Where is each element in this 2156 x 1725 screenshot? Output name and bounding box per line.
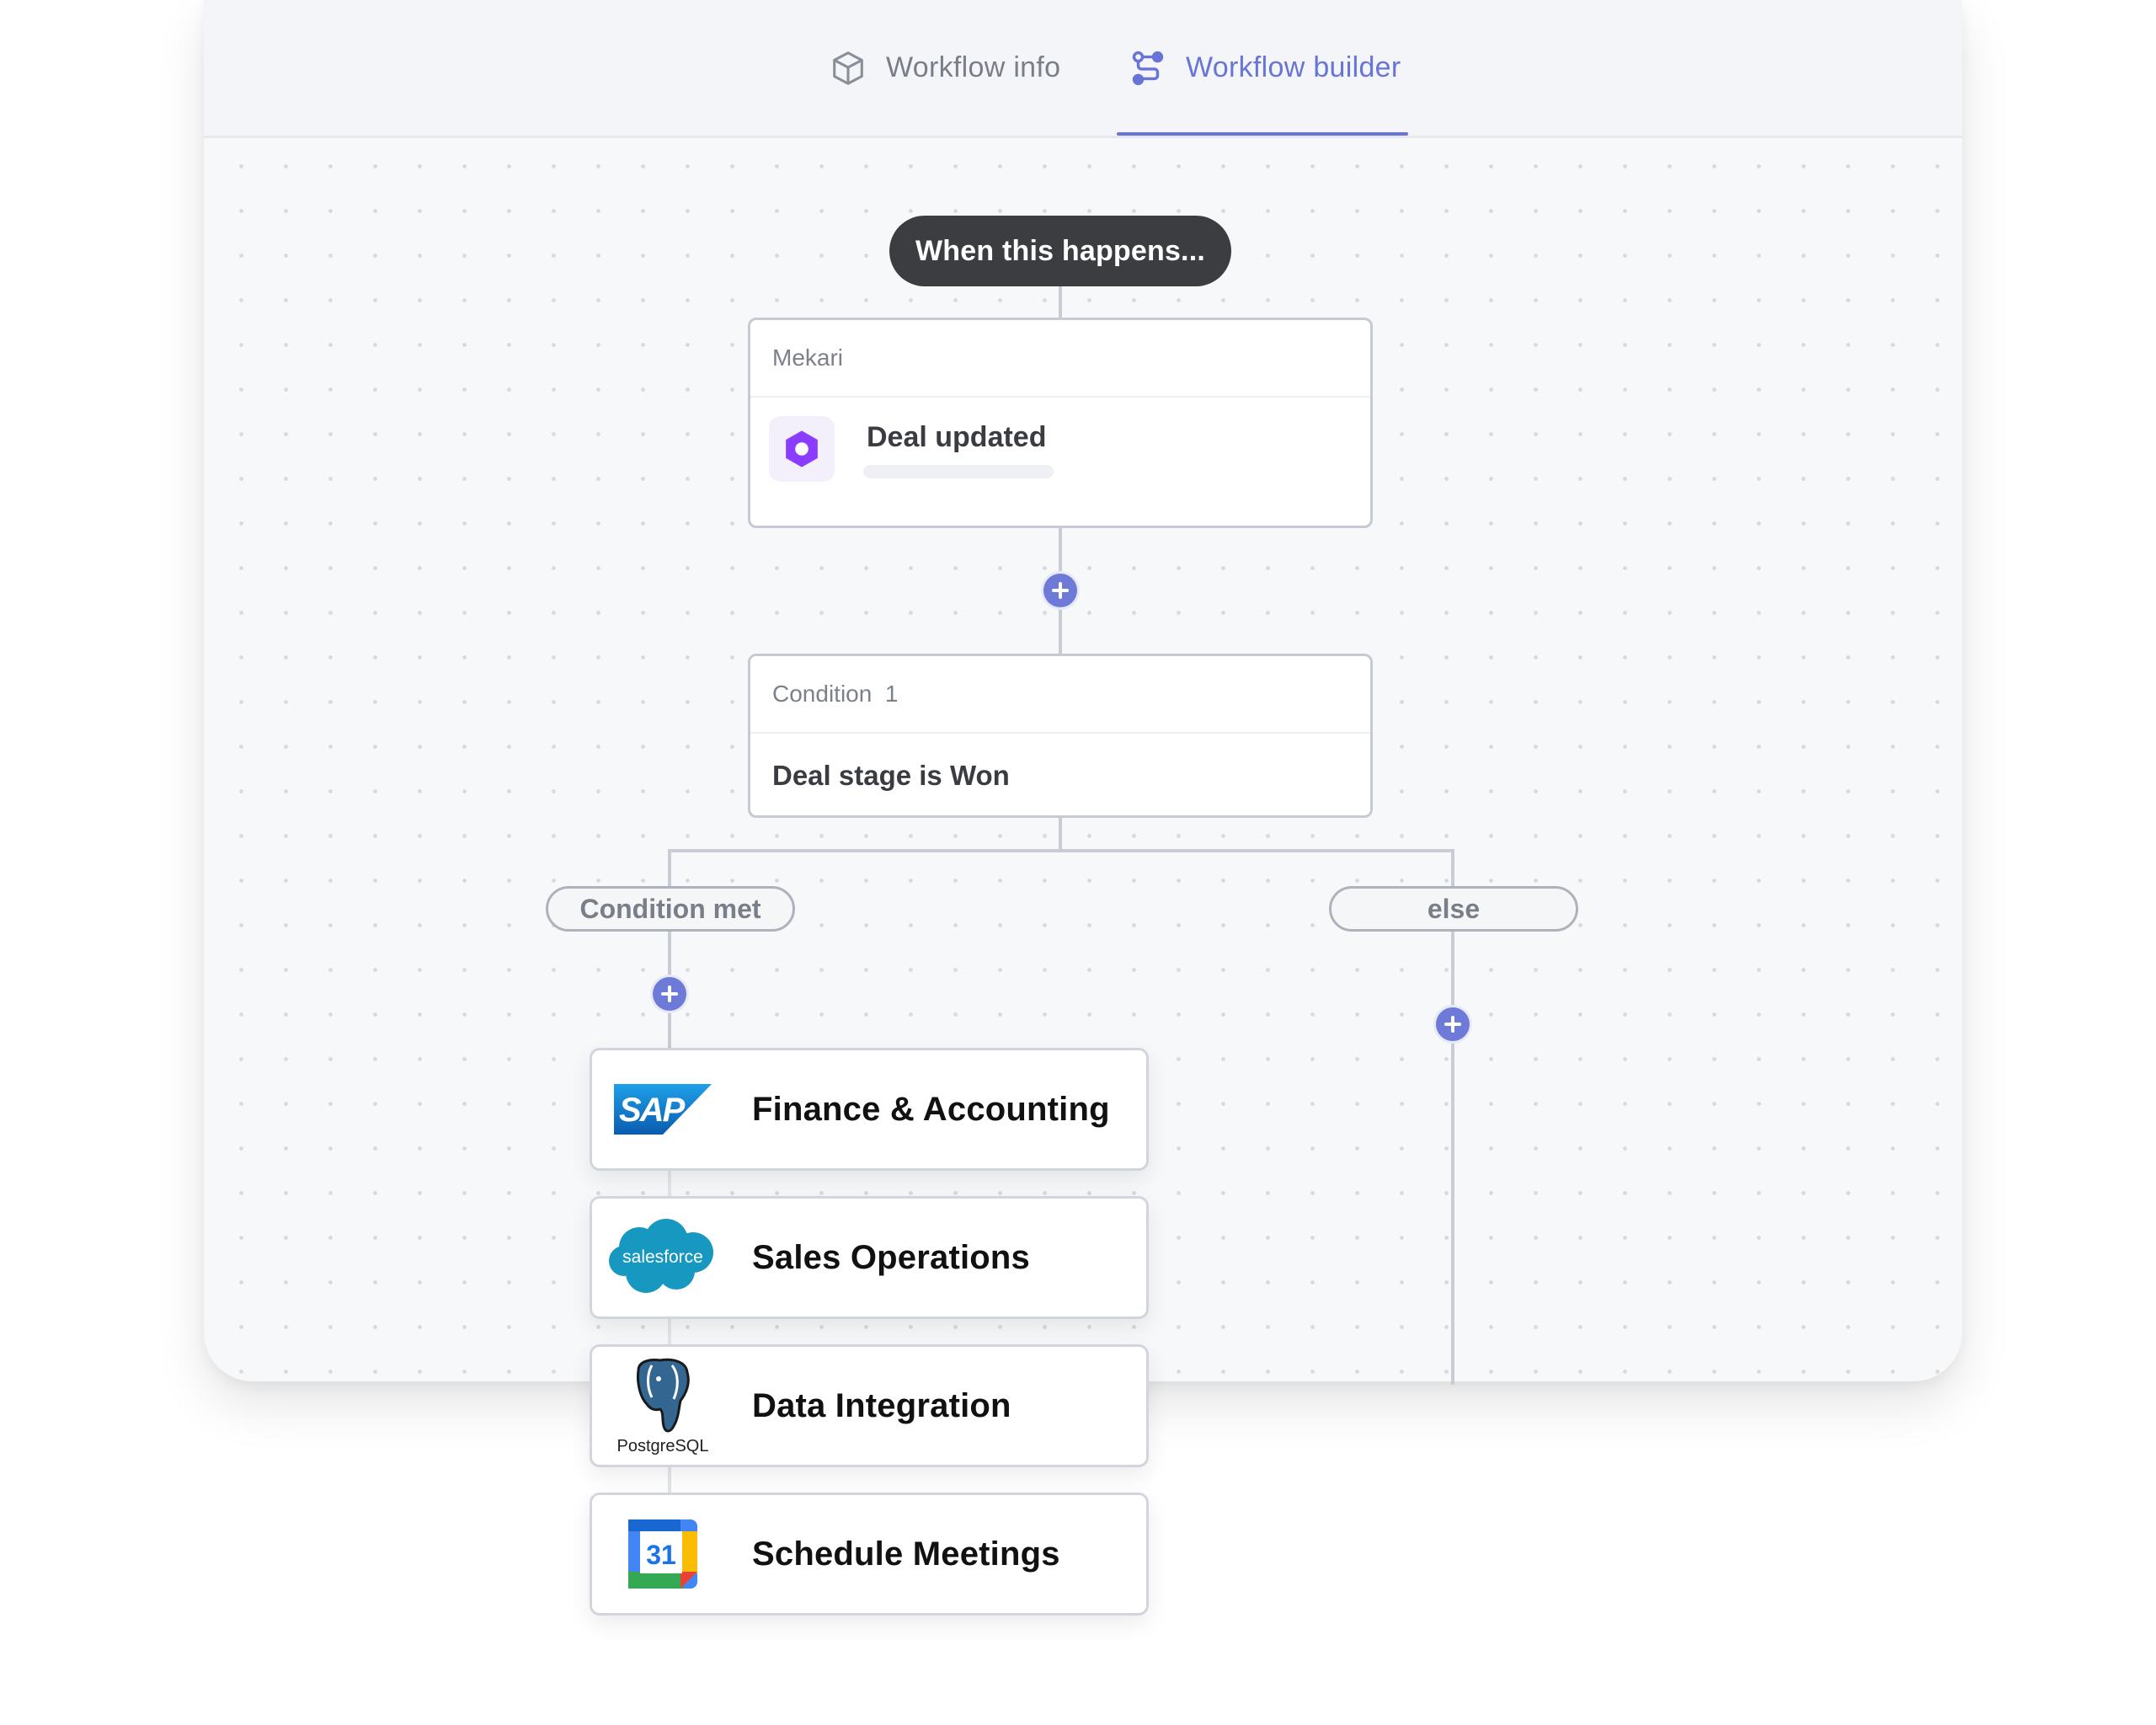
tab-label: Workflow info bbox=[886, 51, 1061, 83]
mekari-hexagon-icon bbox=[769, 416, 835, 482]
action-label: Schedule Meetings bbox=[752, 1535, 1060, 1573]
connector-line bbox=[668, 1466, 671, 1496]
branch-condition-met[interactable]: Condition met bbox=[546, 886, 795, 932]
postgresql-logo: PostgreSQL bbox=[604, 1355, 722, 1456]
tab-bar: Workflow info Workflow builder bbox=[204, 0, 1962, 138]
action-card-sales[interactable]: salesforce Sales Operations bbox=[590, 1196, 1149, 1319]
tab-workflow-builder[interactable]: Workflow builder bbox=[1129, 0, 1401, 136]
branch-else[interactable]: else bbox=[1329, 886, 1578, 932]
action-label: Sales Operations bbox=[752, 1238, 1030, 1276]
condition-card[interactable]: Condition 1 Deal stage is Won bbox=[748, 654, 1373, 818]
connector-line bbox=[668, 849, 1454, 852]
cube-icon bbox=[829, 49, 867, 88]
svg-text:salesforce: salesforce bbox=[622, 1247, 703, 1267]
google-calendar-logo: 31 bbox=[604, 1503, 722, 1605]
connector-line bbox=[1451, 930, 1454, 1385]
active-tab-indicator bbox=[1117, 132, 1408, 136]
action-label: Data Integration bbox=[752, 1386, 1011, 1424]
action-label: Finance & Accounting bbox=[752, 1090, 1110, 1128]
action-card-data[interactable]: PostgreSQL Data Integration bbox=[590, 1344, 1149, 1467]
sap-logo: SAP bbox=[604, 1059, 722, 1160]
add-step-button[interactable] bbox=[1043, 574, 1077, 607]
connector-line bbox=[1059, 817, 1062, 852]
connector-line bbox=[668, 1317, 671, 1348]
tab-label: Workflow builder bbox=[1186, 51, 1401, 83]
salesforce-logo: salesforce bbox=[604, 1207, 722, 1308]
trigger-app-name: Mekari bbox=[750, 320, 1370, 398]
trigger-subtitle-placeholder bbox=[863, 465, 1054, 478]
workflow-icon bbox=[1129, 49, 1167, 88]
trigger-card[interactable]: Mekari Deal updated bbox=[748, 318, 1373, 528]
add-step-button[interactable] bbox=[1436, 1007, 1470, 1041]
svg-text:PostgreSQL: PostgreSQL bbox=[617, 1437, 709, 1455]
svg-text:31: 31 bbox=[646, 1540, 676, 1570]
add-step-button[interactable] bbox=[653, 977, 686, 1011]
connector-line bbox=[1059, 285, 1062, 320]
trigger-event: Deal updated bbox=[867, 421, 1047, 453]
action-card-finance[interactable]: SAP Finance & Accounting bbox=[590, 1048, 1149, 1171]
connector-line bbox=[668, 849, 671, 888]
svg-text:SAP: SAP bbox=[619, 1092, 686, 1129]
connector-line bbox=[668, 1169, 671, 1199]
condition-rule: Deal stage is Won bbox=[772, 760, 1010, 791]
condition-title: Condition 1 bbox=[750, 656, 1370, 734]
action-card-schedule[interactable]: 31 Schedule Meetings bbox=[590, 1493, 1149, 1616]
connector-line bbox=[1451, 849, 1454, 888]
trigger-pill: When this happens... bbox=[889, 216, 1231, 286]
tab-workflow-info[interactable]: Workflow info bbox=[829, 0, 1060, 136]
